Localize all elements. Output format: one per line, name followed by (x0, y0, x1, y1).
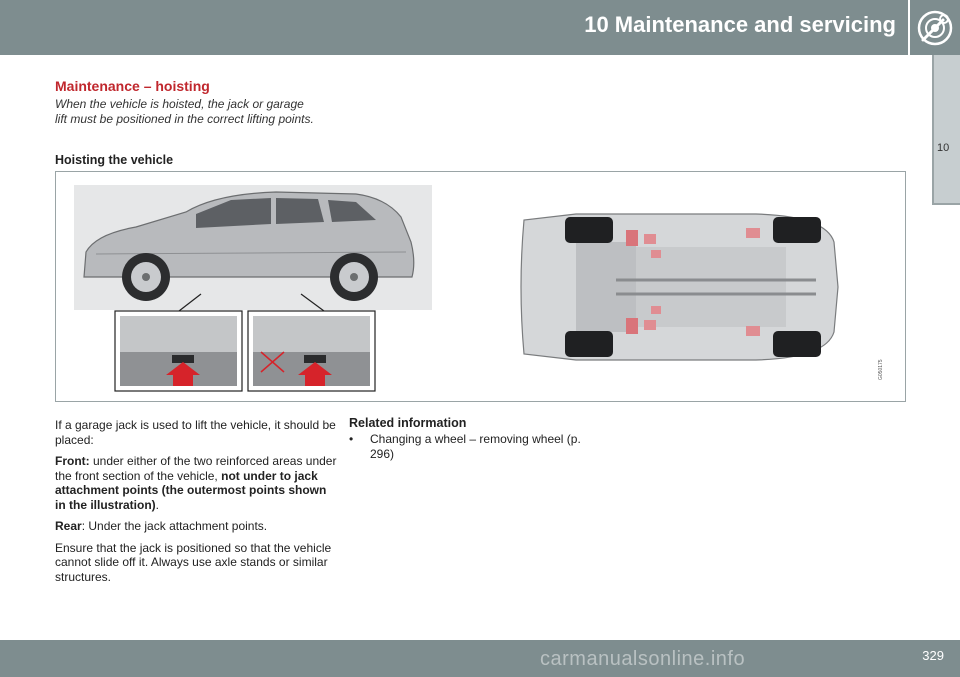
front-end: . (155, 497, 160, 512)
related-bullet: • (349, 432, 354, 446)
front-text: under either of the two reinforced areas… (55, 454, 337, 483)
header-bar (0, 0, 960, 55)
related-info-title: Related information (349, 416, 467, 430)
chapter-side-tab-number: 10 (937, 142, 950, 154)
prohibited-cross-icon (260, 351, 285, 373)
page-number: 329 (922, 648, 944, 663)
hoisting-illustration-svg (74, 185, 839, 392)
rear-text: : Under the jack attachment points. (81, 519, 268, 533)
body-paragraph-1: If a garage jack is used to lift the veh… (55, 418, 336, 447)
body-paragraph-4: Ensure that the jack is positioned so th… (55, 540, 332, 584)
chapter-icon-box (908, 0, 960, 55)
body-paragraph-front: Front: under either of the two reinforce… (55, 454, 340, 512)
rear-label: Rear (55, 519, 82, 533)
footer-bar (0, 640, 960, 677)
wrench-gear-icon (917, 10, 953, 45)
figure-code: G050175 (878, 359, 884, 380)
red-arrow-icon (166, 362, 200, 386)
front-warning: not under to jack attachment points (the… (55, 468, 327, 512)
body-paragraph-rear: Rear: Under the jack attachment points. (55, 519, 340, 534)
section-intro: When the vehicle is hoisted, the jack or… (55, 97, 314, 126)
chapter-side-tab (932, 55, 960, 205)
front-label: Front: (55, 454, 90, 468)
detail-front-jack-point (114, 310, 243, 392)
car-side-view (83, 191, 415, 301)
car-underside-view (520, 213, 839, 361)
hoisting-illustration (55, 171, 906, 402)
related-link-changing-wheel[interactable]: Changing a wheel – removing wheel (p. 29… (370, 432, 581, 461)
red-arrow-icon (298, 362, 332, 386)
watermark-text: carmanualsonline.info (540, 648, 746, 670)
subheading-hoisting: Hoisting the vehicle (55, 153, 174, 167)
body-text: If a garage jack is used to lift the veh… (55, 418, 340, 591)
section-title: Maintenance – hoisting (55, 78, 210, 94)
detail-jack-attachment-point (247, 310, 376, 392)
chapter-title: 10 Maintenance and servicing (584, 12, 896, 37)
